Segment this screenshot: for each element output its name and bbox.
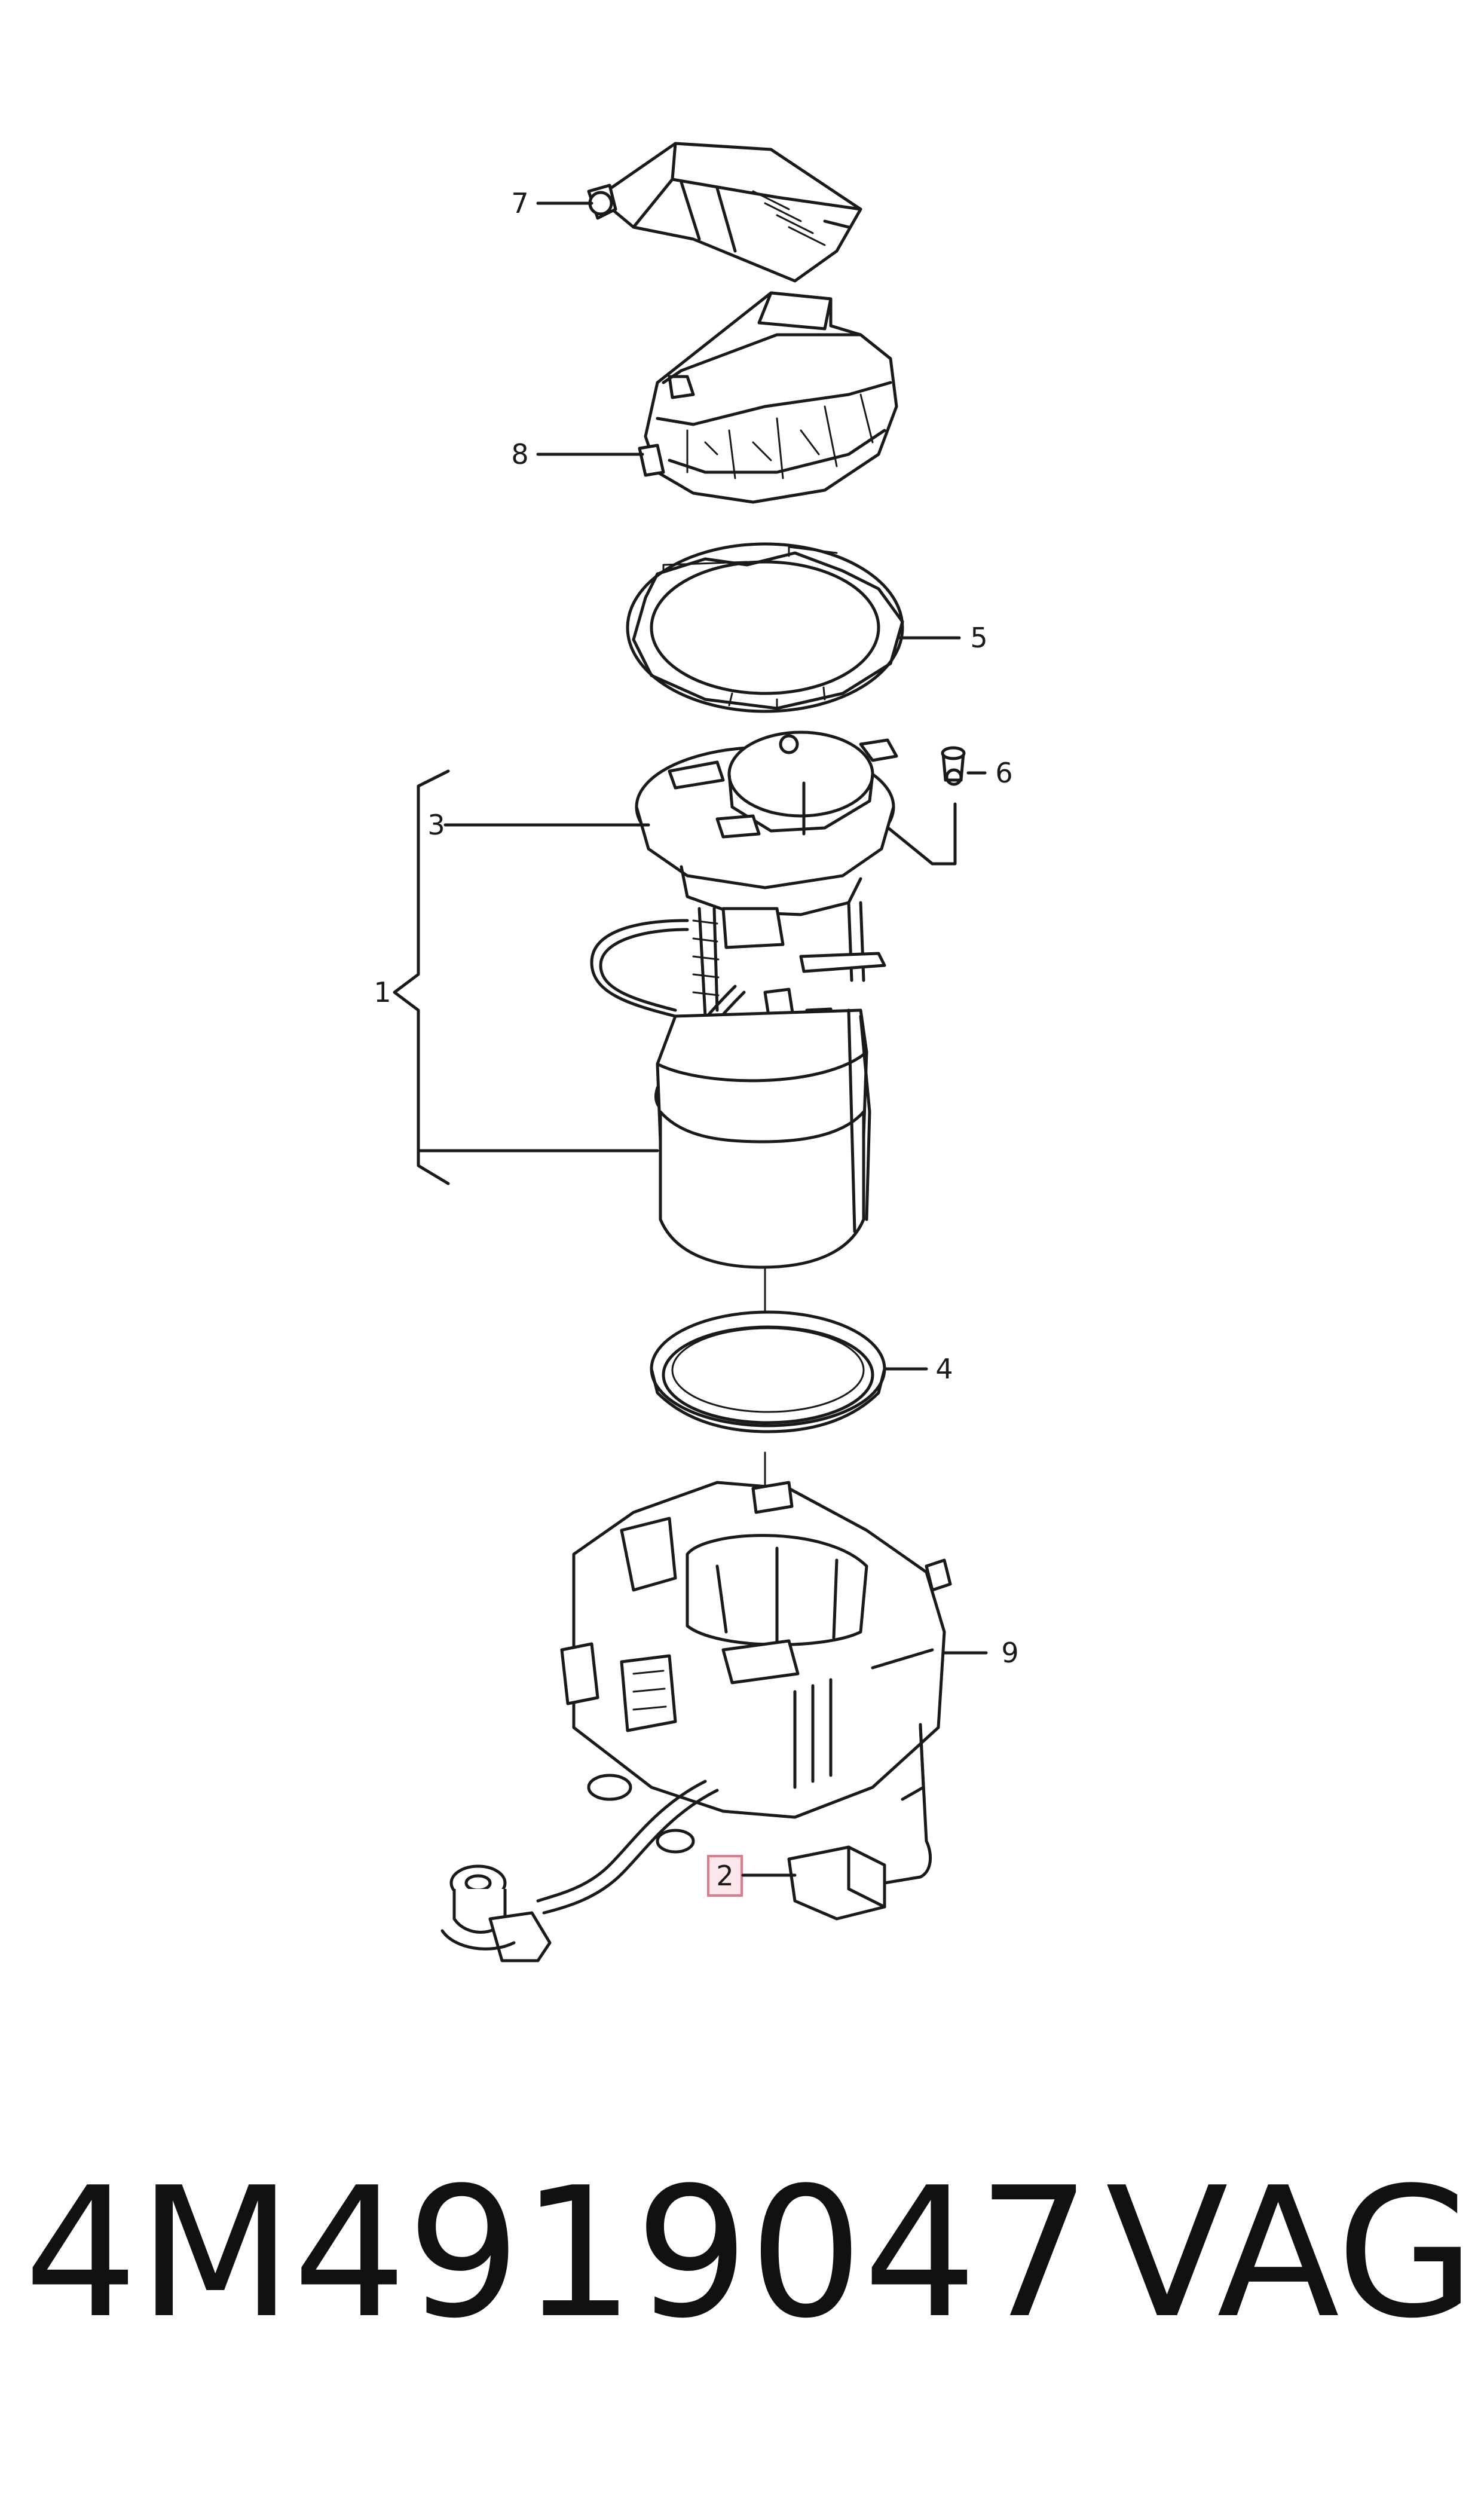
- callout-3: 3: [427, 809, 445, 841]
- part-6-fitting: [941, 746, 966, 786]
- callout-2: 2: [716, 1860, 733, 1892]
- part-5-retaining-ring: [626, 542, 904, 713]
- bracket-1: [393, 769, 450, 1185]
- part-2-sensor-hose: [440, 1726, 932, 1962]
- part-8-locking-cover: [638, 291, 898, 504]
- callout-9: 9: [1001, 1637, 1018, 1669]
- brand-name: VAG: [1106, 2149, 1476, 2358]
- leader-6b: [883, 802, 957, 866]
- part-number: 4M4919047: [24, 2149, 1091, 2358]
- callout-2-highlight: [707, 1855, 743, 1897]
- part-4-seal-ring: [650, 1310, 886, 1433]
- part-9-housing: [560, 1481, 952, 1819]
- part-3-flange: [635, 730, 898, 916]
- callout-7: 7: [511, 187, 528, 219]
- part-7-connector-module: [587, 142, 862, 283]
- callout-6: 6: [995, 757, 1012, 789]
- callout-8: 8: [511, 438, 528, 470]
- pump-assembly: [590, 901, 886, 1269]
- callout-5: 5: [970, 622, 987, 654]
- callout-4: 4: [935, 1353, 953, 1385]
- callout-1: 1: [374, 976, 391, 1008]
- footer: 4M4919047 VAG: [24, 2140, 1475, 2367]
